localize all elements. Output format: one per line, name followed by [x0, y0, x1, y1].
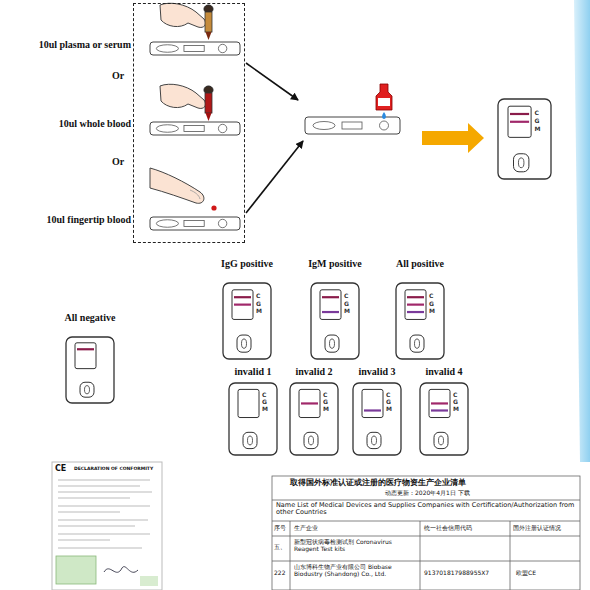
certificate: [52, 462, 162, 590]
band-letter: M: [386, 406, 392, 413]
test-cassette: [149, 216, 241, 231]
result-cassette: IgM positiveCGM: [306, 258, 364, 362]
test-cassette: [497, 98, 552, 180]
orange-arrow: [422, 123, 484, 153]
buffer-bottle: [376, 84, 392, 119]
result-heading: invalid 2: [286, 366, 342, 377]
buffer-cassette: [305, 117, 400, 134]
or-label: Or: [112, 70, 124, 81]
band-letter: C: [344, 293, 348, 300]
band-letter: C: [262, 392, 266, 399]
test-cassette: [352, 382, 402, 456]
table-cell: 统一社会信用代码: [424, 525, 472, 532]
band-letter: G: [534, 118, 539, 125]
band-letter: C: [386, 392, 390, 399]
band-letter: C: [429, 293, 433, 300]
band-letter: M: [344, 308, 350, 315]
table-title: 取得国外标准认证或注册的医疗物资生产企业清单: [290, 479, 466, 488]
company-table: [272, 476, 580, 590]
test-cassette: [310, 282, 360, 360]
flow-arrow: [246, 63, 303, 213]
test-cassette: [149, 121, 241, 136]
fingertip: [150, 168, 217, 211]
table-cell: 山东博科生物产业有限公司 Biobase Biodustry (Shandong…: [294, 564, 418, 577]
result-heading: IgM positive: [306, 258, 364, 269]
result-heading: invalid 4: [416, 366, 472, 377]
band-letter: M: [453, 406, 459, 413]
table-cell: 913701817988955X7: [424, 570, 489, 577]
result-cassette: invalid 3 CGM: [349, 366, 405, 458]
result-cassette: All negative: [62, 312, 118, 404]
sample-step: 10ul plasma or serum: [21, 31, 246, 61]
certificate-title: DECLARATION OF CONFORMITY: [74, 467, 158, 472]
or-label: Or: [112, 156, 124, 167]
band-letter: M: [256, 308, 262, 315]
table-cell: 新型冠状病毒检测试剂 Coronavirus Reagent Test kits: [294, 539, 418, 552]
test-cassette: [395, 282, 445, 360]
table-cell: 序号: [274, 525, 286, 532]
band-letter: M: [429, 308, 435, 315]
band-letter: C: [323, 392, 327, 399]
band-letter: G: [386, 399, 391, 406]
sample-label: 10ul plasma or serum: [21, 39, 131, 50]
result-heading: invalid 3: [349, 366, 405, 377]
band-letter: M: [534, 126, 540, 133]
result-cassette: invalid 2 CGM: [286, 366, 342, 458]
test-cassette: [222, 282, 272, 360]
result-cassette: invalid 4 CGM: [416, 366, 472, 458]
ce-mark: CE: [55, 465, 66, 474]
table-cell: 生产企业: [294, 525, 318, 532]
test-cassette: [419, 382, 469, 456]
band-letter: M: [262, 406, 268, 413]
table-note: 动态更新：2020年4月1日 下载: [385, 490, 470, 497]
band-letter: C: [453, 392, 457, 399]
band-letter: G: [344, 301, 349, 308]
test-cassette: [228, 382, 278, 456]
sample-step: 10ul whole blood: [21, 111, 246, 141]
sample-step: 10ul fingertip blood: [21, 206, 246, 236]
table-cell: 222: [274, 570, 285, 577]
band-letter: G: [323, 399, 328, 406]
result-cassette: IgG positiveCGM: [218, 258, 276, 362]
sample-group: OrOr10ul plasma or serum10ul whole blood…: [133, 3, 245, 243]
band-letter: G: [256, 301, 261, 308]
result-cassette: CGM: [497, 98, 552, 180]
band-letter: M: [323, 406, 329, 413]
decor-strip: [574, 0, 590, 462]
result-heading: All negative: [62, 312, 118, 323]
result-cassette: All positiveCGM: [391, 258, 449, 362]
table-cell: 国外注册认证情况: [513, 525, 579, 532]
result-heading: IgG positive: [218, 258, 276, 269]
band-letter: G: [429, 301, 434, 308]
table-heading: Name List of Medical Devices and Supplie…: [276, 502, 576, 516]
test-cassette: [289, 382, 339, 456]
sample-label: 10ul fingertip blood: [21, 214, 131, 225]
test-cassette: [65, 336, 115, 404]
plasma-hand: [160, 3, 213, 40]
test-cassette: [149, 41, 241, 56]
band-letter: G: [453, 399, 458, 406]
table-cell: 五、: [274, 544, 286, 551]
band-letter: C: [256, 293, 260, 300]
band-letter: C: [534, 110, 538, 117]
whole-blood-hand: [160, 84, 213, 121]
result-heading: invalid 1: [225, 366, 281, 377]
sample-label: 10ul whole blood: [21, 118, 131, 129]
result-heading: All positive: [391, 258, 449, 269]
result-cassette: invalid 1 CGM: [225, 366, 281, 458]
table-cell: 欧盟CE: [516, 570, 536, 577]
band-letter: G: [262, 399, 267, 406]
